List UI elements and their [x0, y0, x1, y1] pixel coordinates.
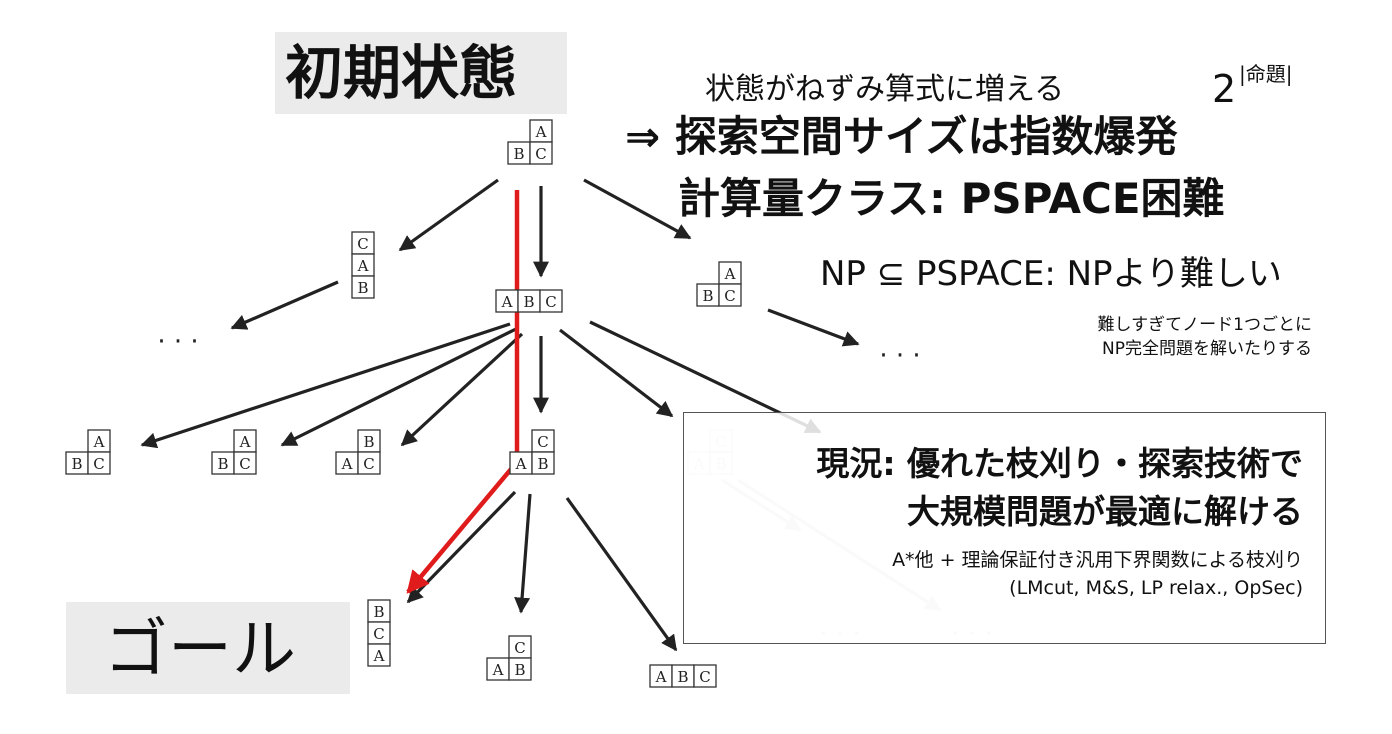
block-letter: C: [545, 293, 556, 311]
block-letter: C: [357, 235, 368, 253]
block-letter: B: [677, 668, 688, 686]
tree-edge-arrow: [565, 497, 678, 652]
panel-sub-line-2: (LMcut, M&S, LP relax., OpSec): [1009, 577, 1303, 599]
tree-edge-arrow: [230, 280, 339, 330]
block-letter: A: [655, 668, 667, 686]
growth-text: 状態がねずみ算式に増える: [705, 72, 1065, 107]
block-letter: A: [341, 455, 353, 473]
block-letter: B: [702, 287, 713, 305]
initial-state-label: 初期状態: [285, 39, 518, 107]
exponential-explosion-text: ⇒ 探索空間サイズは指数爆発: [625, 112, 1178, 161]
block-letter: B: [513, 145, 524, 163]
tree-edge-arrow: [398, 178, 499, 252]
block-letter: A: [515, 455, 527, 473]
initial-state-label-bg: [275, 32, 567, 114]
tree-edge-arrow: [280, 326, 519, 447]
block-letter: B: [373, 603, 384, 621]
panel-heading-line-1: 現況: 優れた枝刈り・探索技術で: [816, 444, 1303, 483]
block-letter: A: [501, 293, 513, 311]
block-letter: A: [535, 123, 547, 141]
block-letter: B: [357, 279, 368, 297]
block-cell: [233, 451, 257, 475]
note-line-1: 難しすぎてノード1つごとに: [1097, 315, 1312, 335]
formula-exponent: |命題|: [1239, 62, 1293, 86]
state-of-the-art-panel: 現況: 優れた枝刈り・探索技術で 大規模問題が最適に解ける A*他 + 理論保証…: [683, 412, 1326, 644]
block-letter: B: [537, 455, 548, 473]
block-cell: [351, 275, 375, 299]
complexity-class-text: 計算量クラス: PSPACE困難: [678, 174, 1225, 223]
block-letter: B: [514, 661, 525, 679]
tree-edge-arrow: [514, 493, 532, 614]
block-letter: B: [217, 455, 228, 473]
ellipsis-more-nodes: · · ·: [157, 327, 198, 357]
ellipsis-more-nodes: · · ·: [879, 341, 920, 371]
tree-edge-arrow: [400, 332, 524, 447]
goal-label-bg: [66, 602, 350, 694]
block-cell: [529, 141, 553, 165]
np-comparison-text: NP ⊆ PSPACE: NPより難しい: [820, 254, 1282, 294]
block-letter: C: [239, 455, 250, 473]
tree-edge-arrow: [140, 322, 511, 449]
block-letter: A: [724, 265, 736, 283]
note-line-2: NP完全問題を解いたりする: [1102, 339, 1312, 359]
block-cell: [357, 451, 381, 475]
block-cell: [693, 664, 717, 688]
panel-heading-line-2: 大規模問題が最適に解ける: [907, 492, 1303, 531]
goal-label: ゴール: [104, 613, 296, 687]
block-letter: A: [93, 433, 105, 451]
blocks-state-left1: CAB: [351, 231, 375, 299]
block-letter: A: [357, 257, 369, 275]
block-letter: A: [492, 661, 504, 679]
tree-edge-arrow: [559, 328, 674, 418]
block-letter: C: [363, 455, 374, 473]
blocks-state-g1: BCA: [367, 599, 391, 667]
tree-edge-arrow: [767, 308, 860, 347]
block-letter: B: [363, 433, 374, 451]
formula-base: 2: [1212, 67, 1237, 111]
block-cell: [531, 451, 555, 475]
block-cell: [718, 283, 742, 307]
block-letter: C: [724, 287, 735, 305]
block-letter: B: [71, 455, 82, 473]
block-letter: C: [93, 455, 104, 473]
block-letter: C: [514, 639, 525, 657]
block-letter: C: [373, 625, 384, 643]
block-letter: C: [535, 145, 546, 163]
block-letter: A: [239, 433, 251, 451]
tree-edge-arrow: [406, 490, 517, 604]
block-cell: [87, 451, 111, 475]
block-letter: B: [523, 293, 534, 311]
block-letter: A: [373, 647, 385, 665]
block-cell: [367, 643, 391, 667]
block-letter: C: [699, 668, 710, 686]
panel-sub-line-1: A*他 + 理論保証付き汎用下界関数による枝刈り: [892, 549, 1303, 571]
block-cell: [508, 657, 532, 681]
block-cell: [539, 289, 563, 313]
block-letter: C: [537, 433, 548, 451]
tree-edge-arrow: [583, 178, 692, 240]
